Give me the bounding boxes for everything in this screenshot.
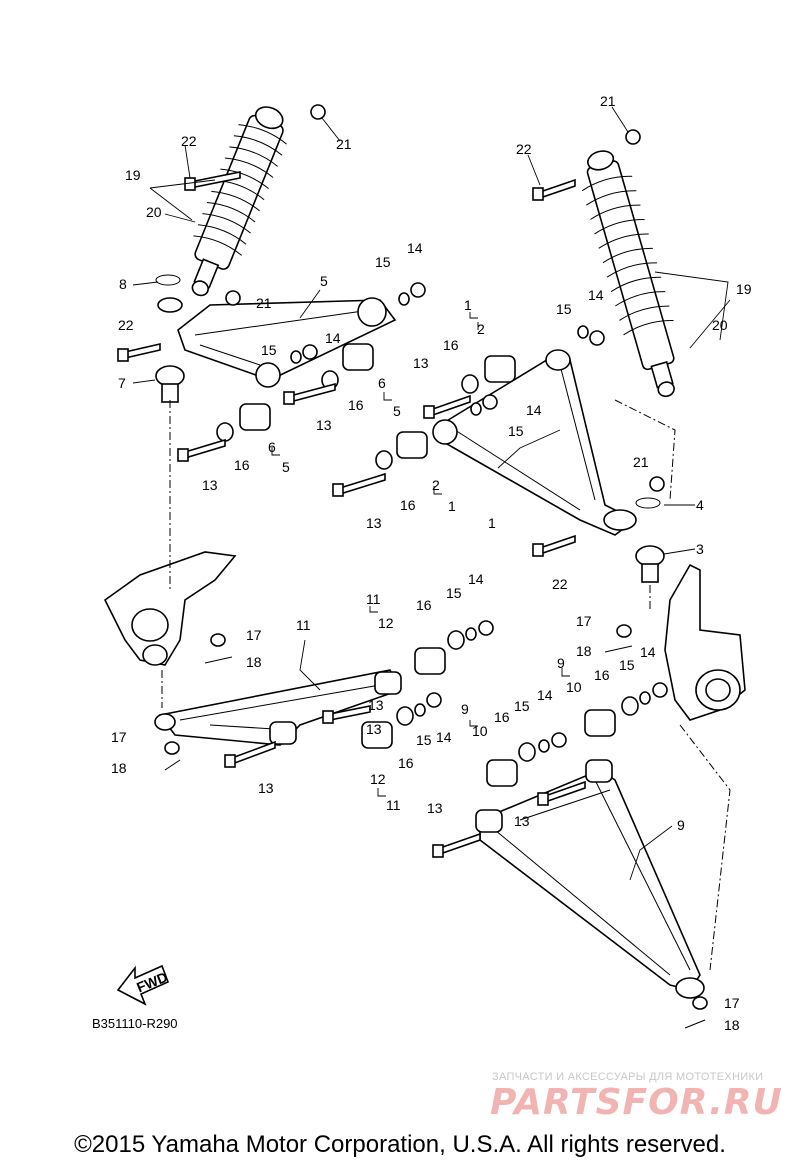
left-lower-arm xyxy=(154,669,402,746)
callout-18: 18 xyxy=(724,1017,740,1033)
callout-8: 8 xyxy=(119,276,127,292)
callout-22: 22 xyxy=(181,133,197,149)
callout-13: 13 xyxy=(366,515,382,531)
callout-13: 13 xyxy=(427,800,443,816)
right-lower-arm xyxy=(475,759,705,999)
diagram-code: B351110-R290 xyxy=(92,1016,178,1031)
callout-3: 3 xyxy=(696,541,704,557)
callout-13: 13 xyxy=(258,780,274,796)
callout-19: 19 xyxy=(125,167,141,183)
callout-16: 16 xyxy=(594,667,610,683)
callout-13: 13 xyxy=(202,477,218,493)
callout-1: 1 xyxy=(464,297,472,313)
fwd-arrow-icon: FWD xyxy=(116,964,170,1006)
callout-20: 20 xyxy=(146,204,162,220)
watermark-tagline: ЗАПЧАСТИ И АКСЕССУАРЫ ДЛЯ МОТОТЕХНИКИ xyxy=(492,1071,764,1083)
callout-15: 15 xyxy=(375,254,391,270)
callout-11: 11 xyxy=(296,617,311,633)
callout-14: 14 xyxy=(468,571,484,587)
callout-14: 14 xyxy=(588,287,604,303)
callout-12: 12 xyxy=(378,615,394,631)
right-shock-absorber xyxy=(581,150,675,398)
fwd-label: FWD xyxy=(134,969,170,996)
callout-14: 14 xyxy=(407,240,423,256)
callout-13: 13 xyxy=(413,355,429,371)
callout-2: 2 xyxy=(432,477,440,493)
callout-7: 7 xyxy=(118,375,126,391)
callout-11: 11 xyxy=(386,797,401,813)
callout-14: 14 xyxy=(436,729,452,745)
callout-21: 21 xyxy=(633,454,649,470)
callout-4: 4 xyxy=(696,497,704,513)
leader-lines xyxy=(132,106,731,881)
callout-9: 9 xyxy=(557,655,565,671)
callout-19: 19 xyxy=(736,281,752,297)
callout-21: 21 xyxy=(336,136,352,152)
callout-14: 14 xyxy=(526,402,542,418)
copyright-notice: ©2015 Yamaha Motor Corporation, U.S.A. A… xyxy=(74,1131,726,1158)
callout-9: 9 xyxy=(461,701,469,717)
callout-13: 13 xyxy=(366,721,382,737)
callout-12: 12 xyxy=(370,771,386,787)
callout-22: 22 xyxy=(552,576,568,592)
callout-13: 13 xyxy=(514,813,530,829)
left-upper-arm xyxy=(157,297,397,388)
callout-15: 15 xyxy=(514,698,530,714)
callout-18: 18 xyxy=(246,654,262,670)
callout-15: 15 xyxy=(556,301,572,317)
callout-13: 13 xyxy=(316,417,332,433)
watermark-logo: PARTSFOR.RU xyxy=(490,1082,783,1123)
callout-16: 16 xyxy=(400,497,416,513)
callout-18: 18 xyxy=(111,760,127,776)
bushing-hardware xyxy=(164,104,708,1010)
callout-22: 22 xyxy=(516,141,532,157)
cotter-pins xyxy=(164,645,706,1029)
left-shock-absorber xyxy=(191,106,287,297)
callout-5: 5 xyxy=(320,273,328,289)
callout-1: 1 xyxy=(448,498,456,514)
callout-9: 9 xyxy=(677,817,685,833)
callout-15: 15 xyxy=(416,732,432,748)
callout-15: 15 xyxy=(619,657,635,673)
callout-20: 20 xyxy=(712,317,728,333)
bolts xyxy=(117,171,586,858)
callout-6: 6 xyxy=(378,375,386,391)
callout-14: 14 xyxy=(537,687,553,703)
callout-15: 15 xyxy=(261,342,277,358)
callout-22: 22 xyxy=(118,317,134,333)
callout-10: 10 xyxy=(566,679,582,695)
callout-16: 16 xyxy=(398,755,414,771)
callout-17: 17 xyxy=(576,613,592,629)
callout-5: 5 xyxy=(282,459,290,475)
callout-11: 11 xyxy=(366,591,381,607)
callout-16: 16 xyxy=(234,457,250,473)
callout-17: 17 xyxy=(724,995,740,1011)
callout-17: 17 xyxy=(246,627,262,643)
callout-5: 5 xyxy=(393,403,401,419)
callout-16: 16 xyxy=(348,397,364,413)
callout-21: 21 xyxy=(600,93,616,109)
left-steering-knuckle xyxy=(103,551,237,666)
callout-14: 14 xyxy=(325,330,341,346)
callout-16: 16 xyxy=(494,709,510,725)
callout-18: 18 xyxy=(576,643,592,659)
callout-16: 16 xyxy=(443,337,459,353)
callout-17: 17 xyxy=(111,729,127,745)
ball-joints xyxy=(155,274,665,583)
right-steering-knuckle xyxy=(664,563,746,721)
callout-labels: 22 21 19 20 14 15 8 5 21 22 14 15 7 6 5 … xyxy=(111,93,752,1033)
callout-6: 6 xyxy=(268,439,276,455)
callout-16: 16 xyxy=(416,597,432,613)
callout-15: 15 xyxy=(508,423,524,439)
callout-13: 13 xyxy=(368,697,384,713)
callout-1: 1 xyxy=(488,515,496,531)
assembly-center-lines xyxy=(161,399,731,971)
callout-10: 10 xyxy=(472,723,488,739)
callout-2: 2 xyxy=(477,321,485,337)
callout-21: 21 xyxy=(256,295,272,311)
callout-14: 14 xyxy=(640,644,656,660)
callout-15: 15 xyxy=(446,585,462,601)
